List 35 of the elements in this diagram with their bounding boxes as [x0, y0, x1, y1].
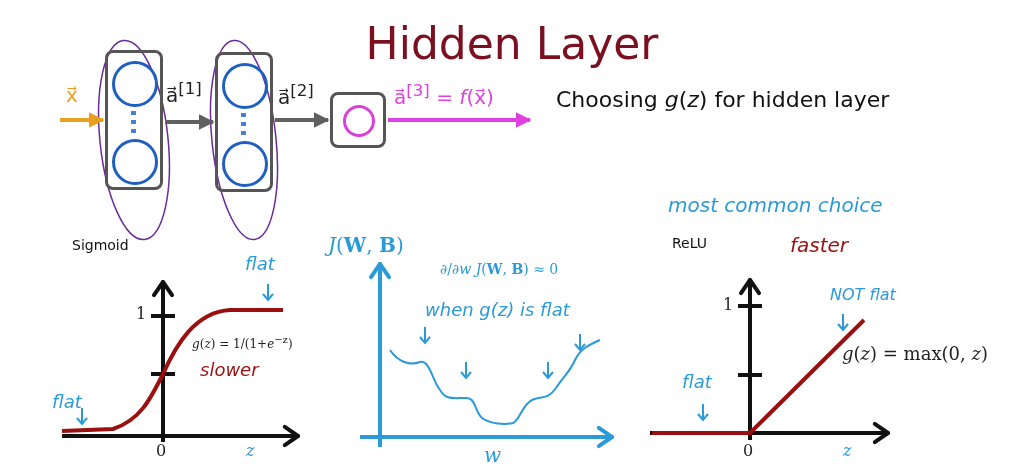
plot-title: ReLU: [672, 236, 708, 252]
neuron-circle: [112, 139, 158, 185]
slide-title: Hidden Layer: [364, 20, 660, 69]
arrow: [388, 112, 532, 128]
annotation-text: when g(z) is flat: [425, 300, 570, 320]
arrow: [60, 112, 105, 128]
axis-tick-label: 0: [743, 442, 754, 460]
annotation-text: slower: [200, 360, 259, 380]
formula-text: g(z) = max(0, z): [842, 344, 988, 364]
arrow: [275, 112, 330, 128]
neuron-circle: [343, 105, 375, 137]
layer-box: [105, 50, 163, 190]
layer-box: [215, 52, 273, 192]
heading-text: Choosing g(z) for hidden layer: [556, 88, 890, 113]
neuron-circle: [112, 61, 158, 107]
annotation-text: flat: [682, 372, 712, 392]
annotation-text: NOT flat: [830, 286, 896, 304]
formula-text: g(z) = 1/(1+e$^{−z}$): [192, 334, 293, 352]
axis-tick-label: 1: [136, 305, 147, 323]
axis-label: z: [246, 442, 255, 460]
annotation-text: faster: [790, 234, 849, 256]
edge-label: a⃗$^{[3]}$ = f(x⃗): [394, 82, 494, 108]
axis-tick-label: 0: [156, 442, 167, 460]
formula-text: ∂/∂w J(W, B) ≈ 0: [440, 262, 559, 278]
axis-label: w: [484, 444, 502, 466]
annotation-text: most common choice: [668, 194, 883, 216]
annotation-text: flat: [245, 254, 275, 274]
annotation-text: flat: [52, 392, 82, 412]
neuron-circle: [222, 141, 268, 187]
axis-tick-label: 1: [723, 296, 734, 314]
arrow: [165, 114, 215, 130]
axis-label: z: [843, 442, 852, 460]
neuron-circle: [222, 63, 268, 109]
plot-title: Sigmoid: [72, 238, 129, 254]
layer-box: [330, 92, 386, 148]
